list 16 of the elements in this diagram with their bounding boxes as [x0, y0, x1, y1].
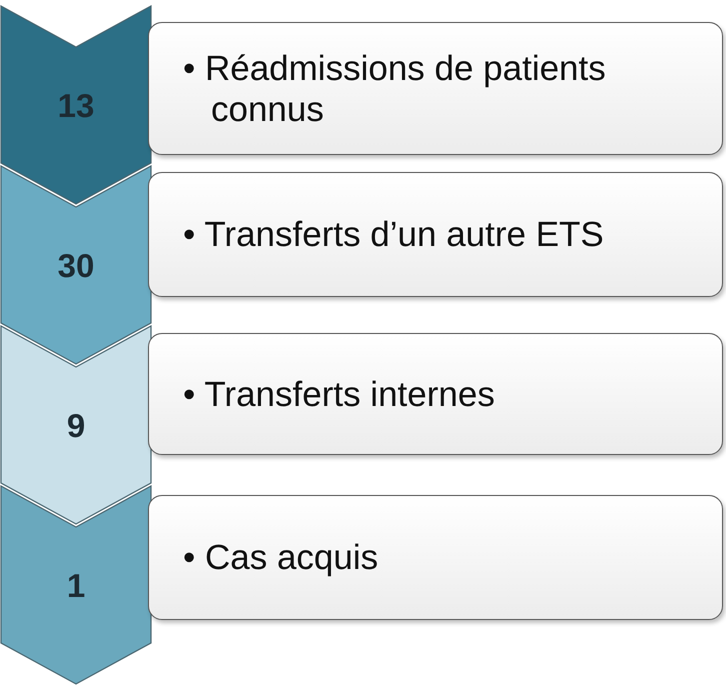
chevron-shape: [0, 5, 152, 205]
count-number: 30: [56, 247, 96, 285]
text-panel: [148, 172, 723, 297]
count-number: 13: [56, 87, 96, 125]
text-panel: [148, 495, 723, 620]
bullet-item: • Transferts d’un autre ETS: [183, 214, 604, 255]
count-number: 1: [66, 567, 86, 605]
chevron-shape: [0, 325, 152, 525]
text-panel: [148, 333, 723, 455]
count-number: 9: [66, 407, 86, 445]
bullet-item: • Transferts internes: [183, 374, 495, 414]
text-panel: [148, 22, 723, 155]
bullet-item: • Cas acquis: [183, 537, 378, 578]
chevron-shape: [0, 165, 152, 365]
bullet-item: • Réadmissions de patients connus: [183, 48, 607, 130]
chevron-shape: [0, 485, 152, 685]
